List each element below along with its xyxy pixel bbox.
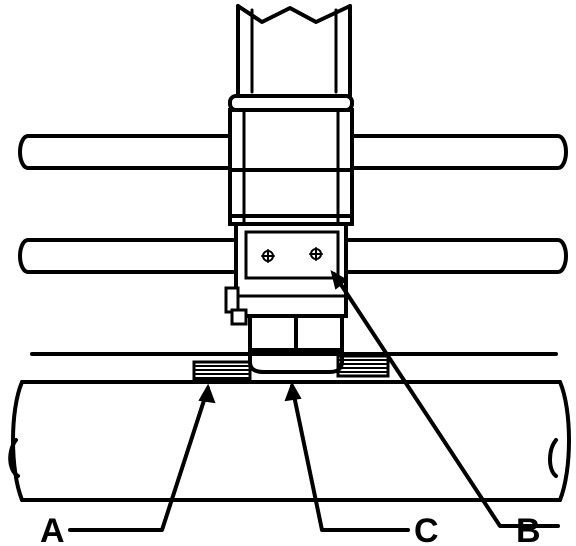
leader-a [68, 386, 210, 532]
leader-c [290, 384, 410, 532]
screw-left [261, 249, 275, 263]
print-head-carriage [224, 4, 354, 374]
leader-c-arrow [284, 381, 302, 402]
roller [8, 380, 571, 502]
leader-b-arrow [330, 269, 348, 290]
screw-right [309, 247, 323, 261]
ribbon-right [336, 354, 390, 378]
label-c: C [414, 512, 439, 546]
lower-guide-rod [18, 238, 568, 274]
leader-a-arrow [198, 383, 216, 404]
ribbon-a [192, 360, 252, 382]
label-b: B [516, 512, 541, 546]
label-a: A [40, 512, 65, 546]
leader-b [332, 272, 560, 528]
upper-guide-rod [18, 134, 568, 170]
